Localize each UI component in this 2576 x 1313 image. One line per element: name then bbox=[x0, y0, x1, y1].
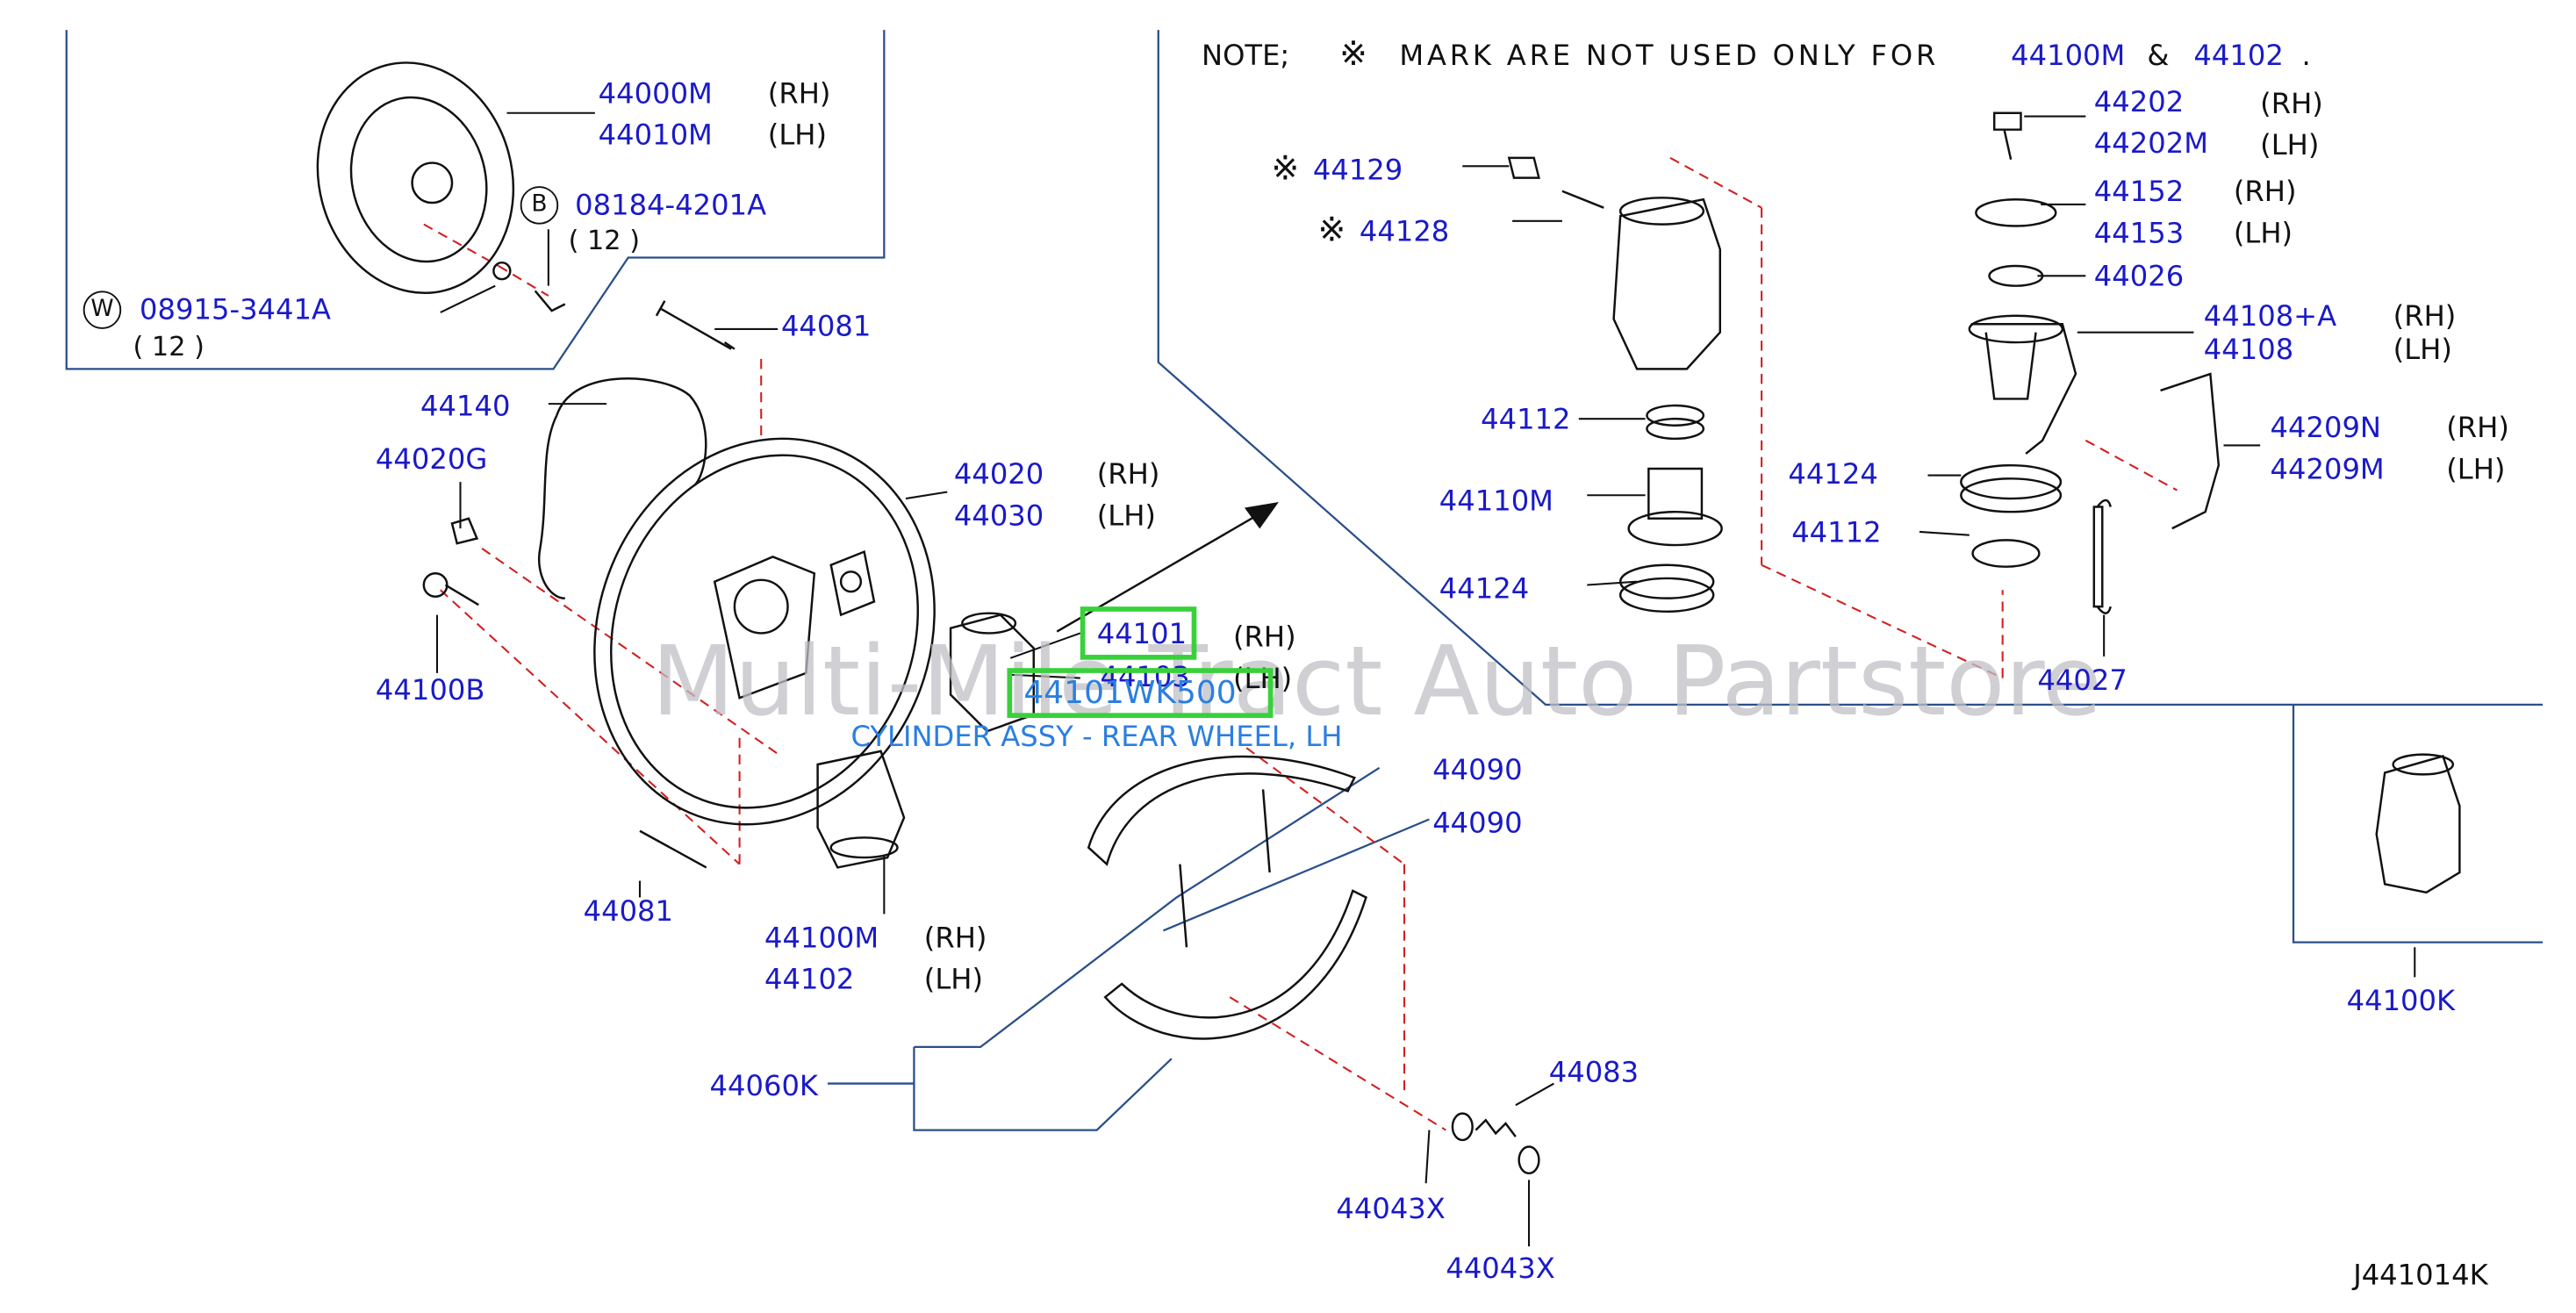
side-rh: (RH) bbox=[2233, 176, 2297, 210]
side-rh: (RH) bbox=[2260, 88, 2323, 122]
part-44153[interactable]: 44153 bbox=[2093, 218, 2185, 251]
part-44043X[interactable]: 44043X bbox=[1336, 1193, 1446, 1227]
side-rh: (RH) bbox=[2446, 412, 2509, 446]
note-prefix: NOTE; bbox=[1202, 39, 1290, 74]
note-period: . bbox=[2301, 39, 2311, 74]
part-44112[interactable]: 44112 bbox=[1481, 404, 1571, 437]
component-outlines bbox=[316, 61, 2461, 1175]
note-text: MARK ARE NOT USED ONLY FOR bbox=[1399, 39, 1940, 74]
part-44129[interactable]: 44129 bbox=[1312, 154, 1403, 188]
part-44110M[interactable]: 44110M bbox=[1439, 484, 1553, 519]
part-44101[interactable]: 44101 bbox=[1096, 618, 1188, 652]
side-rh: (RH) bbox=[923, 922, 987, 956]
part-44140[interactable]: 44140 bbox=[420, 390, 511, 424]
mark-symbol: ※ bbox=[1271, 147, 1300, 188]
side-rh: (RH) bbox=[1096, 458, 1160, 492]
side-lh: (LH) bbox=[2393, 334, 2452, 368]
part-44103[interactable]: 44103 bbox=[1100, 661, 1190, 695]
part-44060K[interactable]: 44060K bbox=[709, 1070, 819, 1104]
side-lh: (LH) bbox=[767, 119, 828, 154]
part-44090[interactable]: 44090 bbox=[1432, 807, 1523, 842]
w-circle-marker: W bbox=[83, 291, 122, 329]
part-44202M[interactable]: 44202M bbox=[2093, 127, 2208, 161]
part-44124[interactable]: 44124 bbox=[1439, 573, 1530, 607]
note-part-2[interactable]: 44102 bbox=[2193, 39, 2284, 74]
quantity-12: ( 12 ) bbox=[133, 330, 205, 362]
dashed-lines bbox=[423, 156, 2178, 1131]
part-44000M[interactable]: 44000M bbox=[598, 77, 713, 111]
part-08184-4201A[interactable]: 08184-4201A bbox=[575, 189, 767, 223]
part-44027[interactable]: 44027 bbox=[2037, 664, 2128, 699]
side-lh: (LH) bbox=[1096, 499, 1156, 534]
watermark-text: Multi-Mile Tract Auto Partstore bbox=[651, 624, 2102, 738]
highlight-box-44101 bbox=[1080, 606, 1197, 660]
side-lh: (LH) bbox=[2260, 129, 2320, 163]
part-44030[interactable]: 44030 bbox=[953, 499, 1044, 534]
part-44010M[interactable]: 44010M bbox=[598, 119, 713, 154]
side-rh: (RH) bbox=[2393, 300, 2457, 334]
mark-symbol: ※ bbox=[1317, 209, 1346, 250]
part-44108-plus-A[interactable]: 44108+A bbox=[2203, 300, 2337, 334]
side-lh: (LH) bbox=[2446, 453, 2506, 487]
part-44209M[interactable]: 44209M bbox=[2270, 453, 2385, 487]
part-44020G[interactable]: 44020G bbox=[375, 443, 488, 477]
note-part-1[interactable]: 44100M bbox=[2011, 39, 2126, 74]
part-44100M[interactable]: 44100M bbox=[764, 922, 879, 956]
tooltip-description: CYLINDER ASSY - REAR WHEEL, LH bbox=[850, 721, 1343, 755]
side-lh: (LH) bbox=[2233, 218, 2293, 251]
part-44090[interactable]: 44090 bbox=[1432, 754, 1523, 788]
part-44100B[interactable]: 44100B bbox=[375, 674, 485, 708]
quantity-12: ( 12 ) bbox=[568, 224, 641, 256]
part-44100K[interactable]: 44100K bbox=[2346, 985, 2456, 1019]
part-44081[interactable]: 44081 bbox=[583, 895, 674, 929]
part-44124[interactable]: 44124 bbox=[1788, 458, 1878, 492]
frame-lines bbox=[65, 30, 2544, 1131]
part-44043X[interactable]: 44043X bbox=[1446, 1252, 1555, 1287]
part-44026[interactable]: 44026 bbox=[2093, 261, 2185, 295]
part-44083[interactable]: 44083 bbox=[1548, 1057, 1640, 1091]
side-rh: (RH) bbox=[1232, 621, 1296, 656]
part-08915-3441A[interactable]: 08915-3441A bbox=[140, 294, 332, 328]
part-44102[interactable]: 44102 bbox=[764, 964, 855, 998]
part-44112[interactable]: 44112 bbox=[1791, 516, 1882, 550]
part-44202[interactable]: 44202 bbox=[2093, 86, 2185, 120]
tooltip-part-number: 44101WK500 bbox=[1023, 674, 1237, 712]
side-rh: (RH) bbox=[767, 77, 831, 111]
note-mark-symbol: ※ bbox=[1339, 32, 1367, 74]
part-44108[interactable]: 44108 bbox=[2203, 334, 2294, 368]
note-ampersand: & bbox=[2147, 39, 2170, 74]
part-44152[interactable]: 44152 bbox=[2093, 176, 2185, 210]
leader-lines bbox=[435, 111, 2416, 1247]
part-44020[interactable]: 44020 bbox=[953, 458, 1044, 492]
side-lh: (LH) bbox=[923, 964, 984, 998]
highlight-box-44101WK500 bbox=[1007, 668, 1274, 718]
b-circle-marker: B bbox=[520, 186, 559, 225]
part-44209N[interactable]: 44209N bbox=[2270, 412, 2382, 446]
part-44128[interactable]: 44128 bbox=[1359, 216, 1450, 250]
diagram-code: J441014K bbox=[2353, 1259, 2488, 1294]
part-44081[interactable]: 44081 bbox=[780, 311, 872, 344]
